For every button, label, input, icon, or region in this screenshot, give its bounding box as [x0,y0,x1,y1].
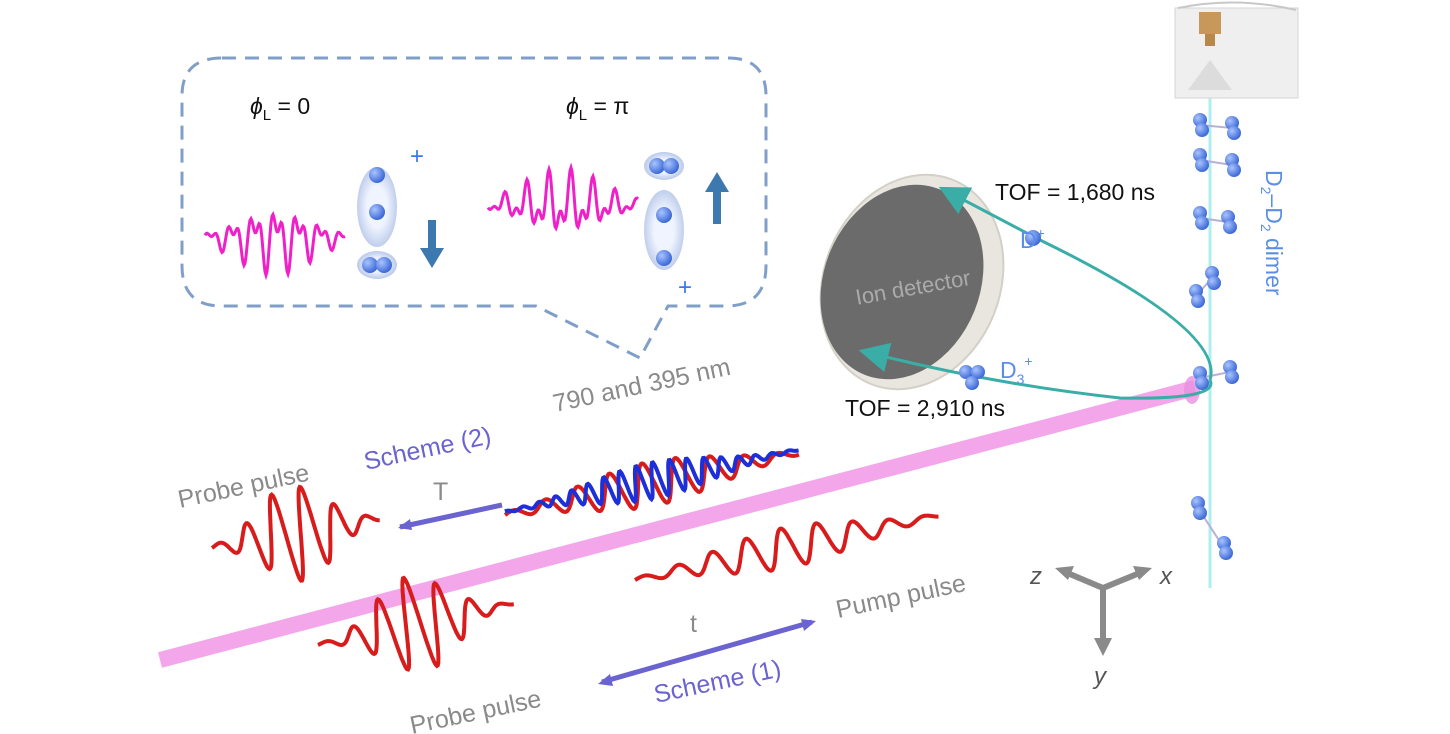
d-plus-label: D+ [1020,225,1045,253]
charge-plus-right: + [678,274,692,301]
d3-plus-label: D3+ [1000,353,1033,387]
arrow-down-icon [420,220,444,268]
d2-d2-dimer [1193,148,1241,177]
molecule-phase-zero [357,167,397,279]
d-plus-ion [1025,230,1041,246]
d2-d2-dimer [1191,496,1233,560]
scheme1-pump-pulse [634,513,939,582]
scheme2-delay-label: T [433,478,448,506]
callout-border [180,56,768,360]
scheme2-probe-pulse [210,484,380,583]
gas-nozzle [1174,1,1299,99]
tof-d3-plus: TOF = 2,910 ns [845,395,1005,421]
scheme1-delay-arrow [601,619,813,685]
scheme1-pump-label: Pump pulse [833,569,968,624]
d2-d2-dimer [1193,113,1241,140]
phase-label-zero: ϕL = 0 [250,93,310,124]
arrow-up-icon [705,172,729,224]
dimer-molecules [1189,113,1241,560]
trajectory-d3-plus [858,342,1213,400]
scheme1-probe-label: Probe pulse [407,685,543,734]
charge-plus-left: + [410,143,424,170]
scheme1-probe-pulse [317,575,514,672]
ion-detector: Ion detector [819,173,1005,391]
scheme2-delay-arrow [399,502,503,530]
laser-beam [157,380,1198,668]
laser-field-waveform-zero [203,211,346,281]
d2-d2-dimer [1189,266,1221,308]
laser-field-waveform-pi [486,162,640,232]
scheme1-delay-label: t [690,610,697,638]
tof-d-plus: TOF = 1,680 ns [995,179,1155,205]
scheme2-probe-label: Probe pulse [175,459,311,514]
trajectory-d-plus [938,186,1213,381]
axis-x-label: x [1159,563,1173,590]
molecule-phase-pi [644,152,684,270]
axis-y-label: y [1092,663,1108,690]
inset-callout: ϕL = 0 ϕL = π + + [180,56,768,360]
d2-d2-dimer [1193,360,1239,390]
scheme2-blue-pulse [504,448,799,514]
d2-d2-dimer [1193,206,1237,234]
scheme2-label: Scheme (2) [361,422,493,476]
axis-z-label: z [1029,563,1042,590]
wavelength-label: 790 and 395 nm [550,353,733,418]
dimer-label: D2–D2 dimer [1258,170,1287,296]
phase-label-pi: ϕL = π [566,93,629,124]
coordinate-axes: z x y [1029,563,1173,690]
d3-plus-ion [959,365,985,390]
